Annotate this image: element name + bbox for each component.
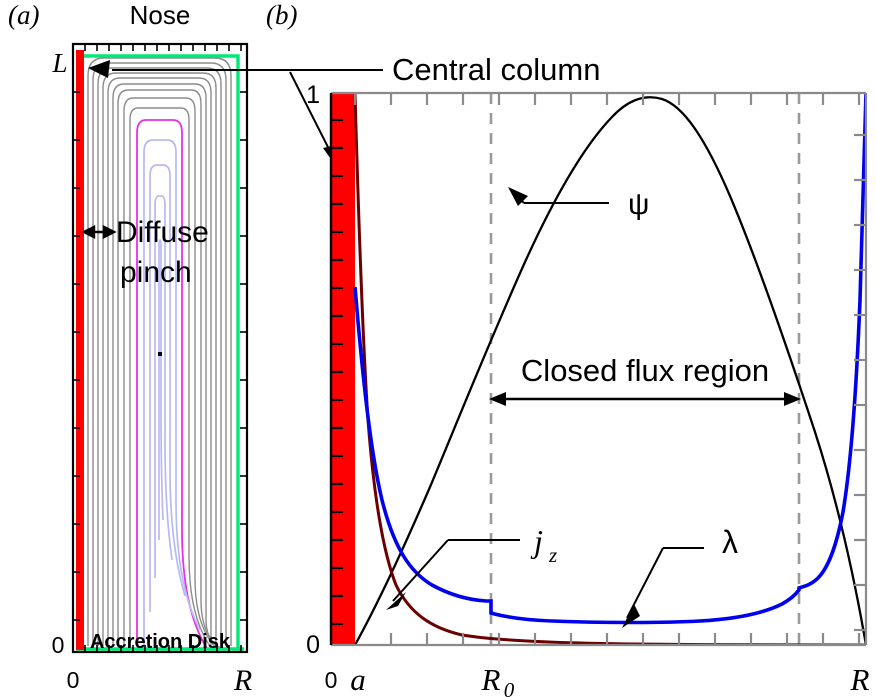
central-column-label: Central column bbox=[392, 52, 600, 87]
jz-label-subscript: z bbox=[548, 543, 557, 567]
closed-flux-region-annotation: Closed flux region bbox=[489, 353, 801, 406]
panel-b-xtick-0: 0 bbox=[325, 667, 338, 693]
axis-center-dot bbox=[158, 352, 162, 356]
panel-a-label: (a) bbox=[8, 0, 39, 30]
svg-text:0: 0 bbox=[504, 678, 515, 697]
lambda-label: λ bbox=[722, 524, 738, 560]
panel-b-ylabel-top: 1 bbox=[306, 81, 320, 109]
panel-a-ticks bbox=[73, 44, 247, 652]
panel-a-title: Nose bbox=[130, 0, 191, 30]
panel-a: (a) Nose bbox=[8, 0, 252, 697]
panel-b-ylabel-bottom: 0 bbox=[306, 631, 320, 659]
panel-b-plot-area bbox=[331, 93, 866, 645]
panel-b-axes bbox=[329, 91, 868, 647]
jz-arrowhead bbox=[386, 592, 406, 610]
accretion-disk-label: Accretion Disk bbox=[90, 631, 231, 653]
panel-a-xlabel-left: 0 bbox=[67, 667, 80, 693]
central-column-annotation: Central column bbox=[88, 52, 600, 172]
panel-b-label: (b) bbox=[266, 0, 297, 30]
closed-flux-region-label: Closed flux region bbox=[521, 353, 769, 388]
panel-a-plot-area bbox=[73, 44, 247, 652]
panel-a-xlabel-right: R bbox=[233, 664, 252, 697]
flux-contours-violet bbox=[143, 139, 201, 646]
jz-annotation: j z bbox=[386, 523, 557, 610]
panel-b-canvas bbox=[331, 93, 866, 645]
panel-b-xtick-R0: R 0 bbox=[481, 662, 515, 697]
panel-a-frame bbox=[71, 42, 249, 654]
diffuse-pinch-label-line1: Diffuse bbox=[116, 216, 209, 249]
central-column-red-band bbox=[331, 93, 355, 645]
svg-text:R: R bbox=[481, 662, 501, 697]
panel-b-top-ticks bbox=[353, 93, 861, 105]
panel-b-xtick-R: R bbox=[850, 662, 870, 697]
lambda-curve bbox=[353, 93, 866, 625]
closed-flux-arrowhead-right bbox=[784, 392, 801, 406]
panel-b-right-ticks bbox=[854, 133, 866, 632]
lambda-annotation: λ bbox=[622, 524, 738, 628]
psi-label: ψ bbox=[628, 188, 649, 221]
lambda-arrowhead bbox=[622, 604, 640, 628]
panel-a-ylabel-bottom: 0 bbox=[52, 632, 65, 658]
panel-a-ylabel-top: L bbox=[51, 48, 67, 78]
diffuse-pinch-red-band bbox=[76, 50, 84, 650]
panel-b-xtick-a: a bbox=[350, 662, 366, 697]
panel-b-bottom-ticks bbox=[389, 633, 861, 645]
central-column-arrowhead-a bbox=[88, 60, 110, 78]
psi-curve bbox=[353, 96, 866, 645]
diffuse-pinch-label-line2: pinch bbox=[120, 256, 192, 289]
jz-label: j bbox=[530, 523, 543, 559]
closed-flux-arrowhead-left bbox=[489, 392, 506, 406]
psi-arrowhead bbox=[508, 187, 528, 206]
panel-b: (b) bbox=[266, 0, 870, 697]
diffuse-pinch-annotation: Diffuse pinch bbox=[81, 216, 209, 289]
panel-b-left-ticks bbox=[331, 118, 343, 626]
flux-contours-gray bbox=[87, 57, 232, 651]
panel-a-canvas bbox=[73, 44, 247, 652]
closed-flux-boundary-lines bbox=[489, 93, 801, 645]
psi-annotation: ψ bbox=[508, 187, 649, 221]
